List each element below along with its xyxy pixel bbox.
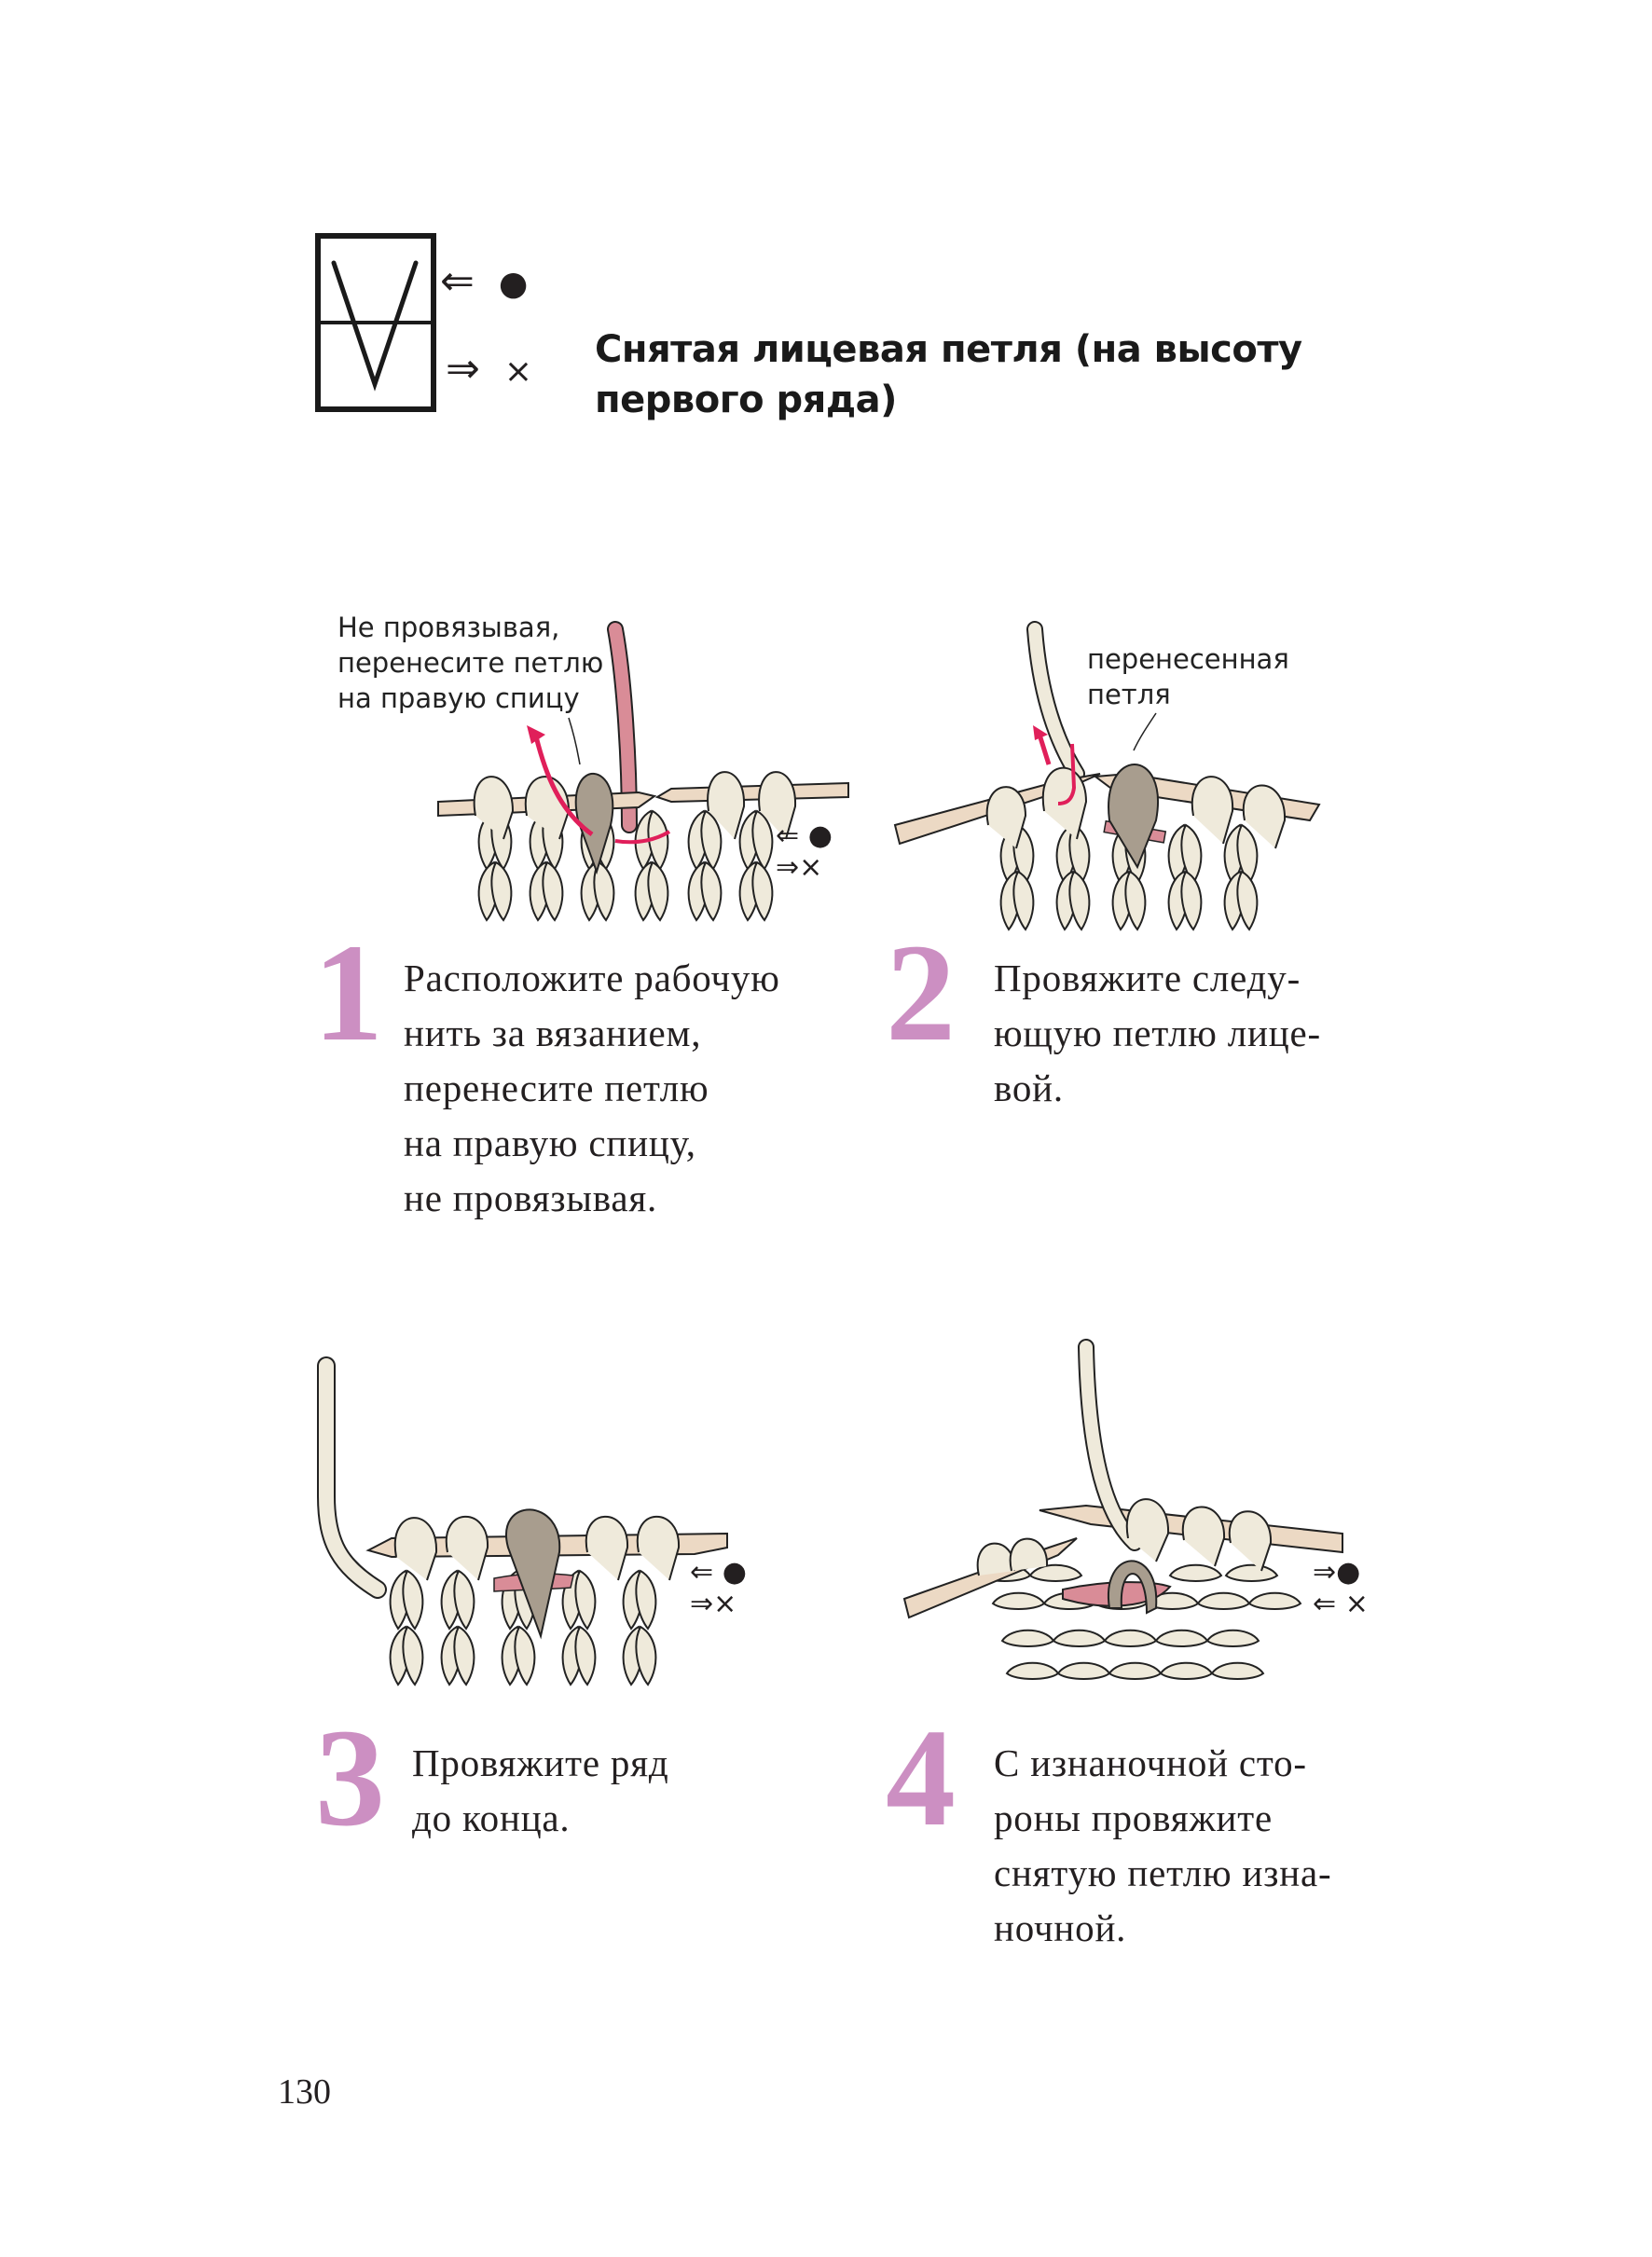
step-line: нить за вязанием, (404, 1012, 702, 1054)
illustration-3-knitting (317, 1356, 728, 1686)
step-line: ющую петлю лице- (994, 1012, 1321, 1054)
bullet-icon: ● (722, 1556, 747, 1589)
step-line: до конца. (412, 1796, 571, 1839)
illustration-1-legend: ⇐ ● ⇒× (776, 820, 833, 884)
callout-line: на правую спицу (337, 682, 580, 714)
slipped-stitch (505, 1508, 561, 1640)
bullet-icon: ● (1336, 1556, 1361, 1589)
step-line: Расположите рабочую (404, 956, 780, 999)
callout-line: перенесите петлю (337, 647, 604, 679)
step-line: перенесите петлю (404, 1067, 709, 1109)
bullet-icon: ● (498, 265, 529, 303)
cross-icon: × (1344, 1588, 1369, 1620)
illustration-4-legend: ⇒● ⇐ × (1313, 1557, 1369, 1620)
illustration-3-legend: ⇐ ● ⇒× (690, 1557, 747, 1620)
step-3-number: 3 (315, 1700, 385, 1855)
step-1-number: 1 (313, 915, 383, 1070)
cross-icon: × (713, 1588, 737, 1620)
illustration-4-knitting (902, 1339, 1343, 1680)
slip-stitch-chart-symbol (315, 233, 436, 412)
step-4-number: 4 (886, 1700, 956, 1855)
right-double-arrow-icon: ⇒ (776, 851, 800, 884)
illustration-1-callout: Не провязывая, перенесите петлю на праву… (337, 610, 603, 716)
slipped-stitch (1108, 764, 1159, 870)
step-line: Провяжите следу- (994, 956, 1301, 999)
page-title: Снятая лицевая петля (на высоту первого … (595, 324, 1434, 425)
bullet-icon: ● (807, 819, 833, 852)
step-line: на правую спицу, (404, 1122, 696, 1164)
left-double-arrow-icon: ⇐ (690, 1556, 714, 1589)
wrong-side-indicator: ⇒ × (446, 345, 532, 396)
right-needle (654, 781, 849, 804)
cross-icon: × (503, 352, 533, 391)
step-1-text: Расположите рабочую нить за вязанием, пе… (404, 951, 780, 1226)
illustration-2-knitting (893, 621, 1321, 930)
step-line: роны провяжите (994, 1796, 1273, 1839)
page-number: 130 (278, 2072, 331, 2112)
direction-arrow-icon (1037, 734, 1052, 765)
step-line: Провяжите ряд (412, 1741, 669, 1784)
callout-line: Не провязывая, (337, 612, 560, 643)
left-double-arrow-icon: ⇐ (1313, 1588, 1337, 1620)
title-line: Снятая лицевая петля (на высоту (595, 328, 1302, 371)
slipped-stitch (1107, 1560, 1158, 1615)
step-2-text: Провяжите следу- ющую петлю лице- вой. (994, 951, 1321, 1116)
callout-line: петля (1087, 679, 1171, 710)
step-line: вой. (994, 1067, 1064, 1109)
step-line: С изнаночной сто- (994, 1741, 1307, 1784)
left-double-arrow-icon: ⇐ (776, 819, 800, 852)
step-2-number: 2 (886, 915, 956, 1070)
right-double-arrow-icon: ⇒ (690, 1588, 714, 1620)
step-line: ночной. (994, 1906, 1127, 1949)
slipped-stitch (574, 772, 614, 875)
step-3-text: Провяжите ряд до конца. (412, 1736, 669, 1846)
step-4-text: С изнаночной сто- роны провяжите снятую … (994, 1736, 1331, 1956)
step-line: не провязывая. (404, 1177, 658, 1219)
title-line: первого ряда) (595, 378, 897, 421)
direction-arrow-icon (533, 736, 594, 837)
illustration-1-knitting (437, 621, 849, 921)
left-double-arrow-icon: ⇐ (440, 257, 475, 305)
callout-line: перенесенная (1087, 643, 1289, 675)
slip-v-icon (331, 260, 419, 392)
right-side-indicator: ⇐ ● (440, 257, 528, 309)
cross-icon: × (799, 851, 823, 884)
illustration-2-callout: перенесенная петля (1087, 641, 1289, 712)
step-line: снятую петлю изна- (994, 1851, 1332, 1894)
right-double-arrow-icon: ⇒ (446, 345, 480, 392)
right-double-arrow-icon: ⇒ (1313, 1556, 1337, 1589)
